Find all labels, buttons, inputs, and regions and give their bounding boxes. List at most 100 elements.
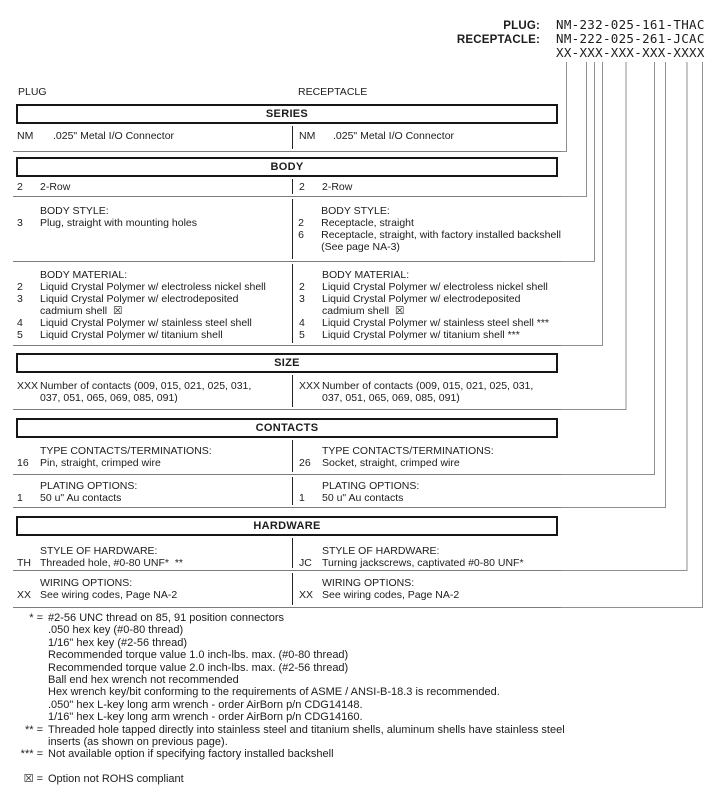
option-description: .025" Metal I/O Connector <box>333 130 455 142</box>
option-code: 4 <box>299 317 305 329</box>
column-divider-line <box>291 126 293 149</box>
part-number-mask-row: XX-XXX-XXX-XXX-XXXX <box>457 45 708 60</box>
connector-line-sub-contacts-type <box>561 62 655 475</box>
option-description: Plug, straight with mounting holes <box>40 217 198 229</box>
subsection-title: BODY MATERIAL: <box>40 269 128 281</box>
option-description: 2-Row <box>40 181 71 193</box>
receptacle-part-number-row: RECEPTACLE: NM-222-025-261-JCAC <box>457 31 708 46</box>
option-description: .025" Metal I/O Connector <box>53 130 175 142</box>
option-description: Number of contacts (009, 015, 021, 025, … <box>40 380 252 404</box>
column-divider-line <box>291 477 293 505</box>
footnote: *** =Not available option if specifying … <box>16 748 565 760</box>
connector-line-sub-body-material <box>561 62 603 346</box>
footnote-text: Option not ROHS compliant <box>48 773 184 785</box>
option-description: 50 u" Au contacts <box>322 492 404 504</box>
plug-column: PLATING OPTIONS: 1 50 u" Au contacts <box>13 480 292 504</box>
subsection-title: PLATING OPTIONS: <box>40 480 138 492</box>
footnote-marker: ** = <box>24 723 43 736</box>
footnote-line: 1/16" hex key (#2-56 thread) <box>48 636 188 649</box>
option-description: Threaded hole, #0-80 UNF* ** <box>40 557 183 569</box>
footnote-text: Threaded hole tapped directly into stain… <box>48 724 565 749</box>
option-code: 2 <box>298 217 304 229</box>
option-description: See wiring codes, Page NA-2 <box>322 589 460 601</box>
option-description: Liquid Crystal Polymer w/ electrodeposit… <box>322 293 521 317</box>
footnotes-block: * =#2-56 UNC thread on 85, 91 position c… <box>16 612 565 785</box>
option-row: 16 Pin, straight, crimped wire <box>17 457 292 469</box>
footnote: ☒ =Option not ROHS compliant <box>16 773 565 785</box>
option-code: 2 <box>17 281 23 293</box>
plug-column-label: PLUG <box>18 86 47 98</box>
option-description: Liquid Crystal Polymer w/ stainless stee… <box>40 317 252 329</box>
option-description: Liquid Crystal Polymer w/ stainless stee… <box>322 317 550 329</box>
option-row: 5 Liquid Crystal Polymer w/ titanium shel… <box>299 329 561 341</box>
option-row: XX See wiring codes, Page NA-2 <box>299 589 561 601</box>
section-title-body: BODY <box>16 157 558 177</box>
option-description: Liquid Crystal Polymer w/ titanium shell <box>40 329 223 341</box>
option-code: NM <box>17 130 34 142</box>
footnote-line: Option not ROHS compliant <box>48 772 184 785</box>
footnote-line: Not available option if specifying facto… <box>48 748 334 761</box>
footnote-line: .050 hex key (#0-80 thread) <box>48 624 184 637</box>
receptacle-column: NM.025" Metal I/O Connector <box>292 130 561 142</box>
plug-part-number-row: PLUG: NM-232-025-161-THAC <box>457 17 708 32</box>
subsection-title: BODY MATERIAL: <box>322 269 410 281</box>
plug-part-value: NM-232-025-161-THAC <box>556 17 705 32</box>
option-description: Pin, straight, crimped wire <box>40 457 161 469</box>
footnote-line: inserts (as shown on previous page). <box>48 736 228 749</box>
option-description: Liquid Crystal Polymer w/ titanium shell… <box>322 329 520 341</box>
connector-line-sub-contacts-plating <box>561 62 666 508</box>
plug-column: NM .025" Metal I/O Connector <box>13 130 292 142</box>
option-row: JC Turning jackscrews, captivated #0-80 U… <box>299 557 561 569</box>
option-row: NM .025" Metal I/O Connector <box>17 130 292 142</box>
option-code: 2 <box>17 181 23 193</box>
option-description: 50 u" Au contacts <box>40 492 122 504</box>
connector-line-sub-hardware-style <box>561 62 688 571</box>
option-row: 1 50 u" Au contacts <box>299 492 561 504</box>
option-code: 5 <box>299 329 305 341</box>
option-code: 1 <box>17 492 23 504</box>
option-code: 16 <box>17 457 29 469</box>
connector-line-sub-body-style <box>561 62 595 262</box>
subsection-title: STYLE OF HARDWARE: <box>40 545 158 557</box>
option-description: 2-Row <box>322 181 353 193</box>
option-code: XX <box>299 589 314 601</box>
connector-line-sub-body-row <box>561 62 587 197</box>
option-row: NM.025" Metal I/O Connector <box>299 130 561 142</box>
footnote-line: Threaded hole tapped directly into stain… <box>48 723 565 736</box>
option-code: 2 <box>299 281 305 293</box>
option-description: Receptacle, straight, with factory insta… <box>321 229 561 253</box>
column-divider-line <box>291 573 293 605</box>
option-description: Number of contacts (009, 015, 021, 025, … <box>322 380 534 404</box>
option-description: Turning jackscrews, captivated #0-80 UNF… <box>322 557 524 569</box>
option-description: Receptacle, straight <box>321 217 414 229</box>
footnote-line: Recommended torque value 1.0 inch-lbs. m… <box>48 649 349 662</box>
option-code: 1 <box>299 492 305 504</box>
footnote-text: Not available option if specifying facto… <box>48 748 334 760</box>
column-divider-line <box>291 538 293 568</box>
option-code: 2 <box>299 181 305 193</box>
connector-line-sub-series <box>561 62 567 152</box>
footnote-line: Ball end hex wrench not recommended <box>48 674 239 687</box>
footnote-line: 1/16" hex L-key long arm wrench - order … <box>48 711 363 724</box>
receptacle-part-value: NM-222-025-261-JCAC <box>556 31 705 46</box>
option-code: JC <box>299 557 312 569</box>
